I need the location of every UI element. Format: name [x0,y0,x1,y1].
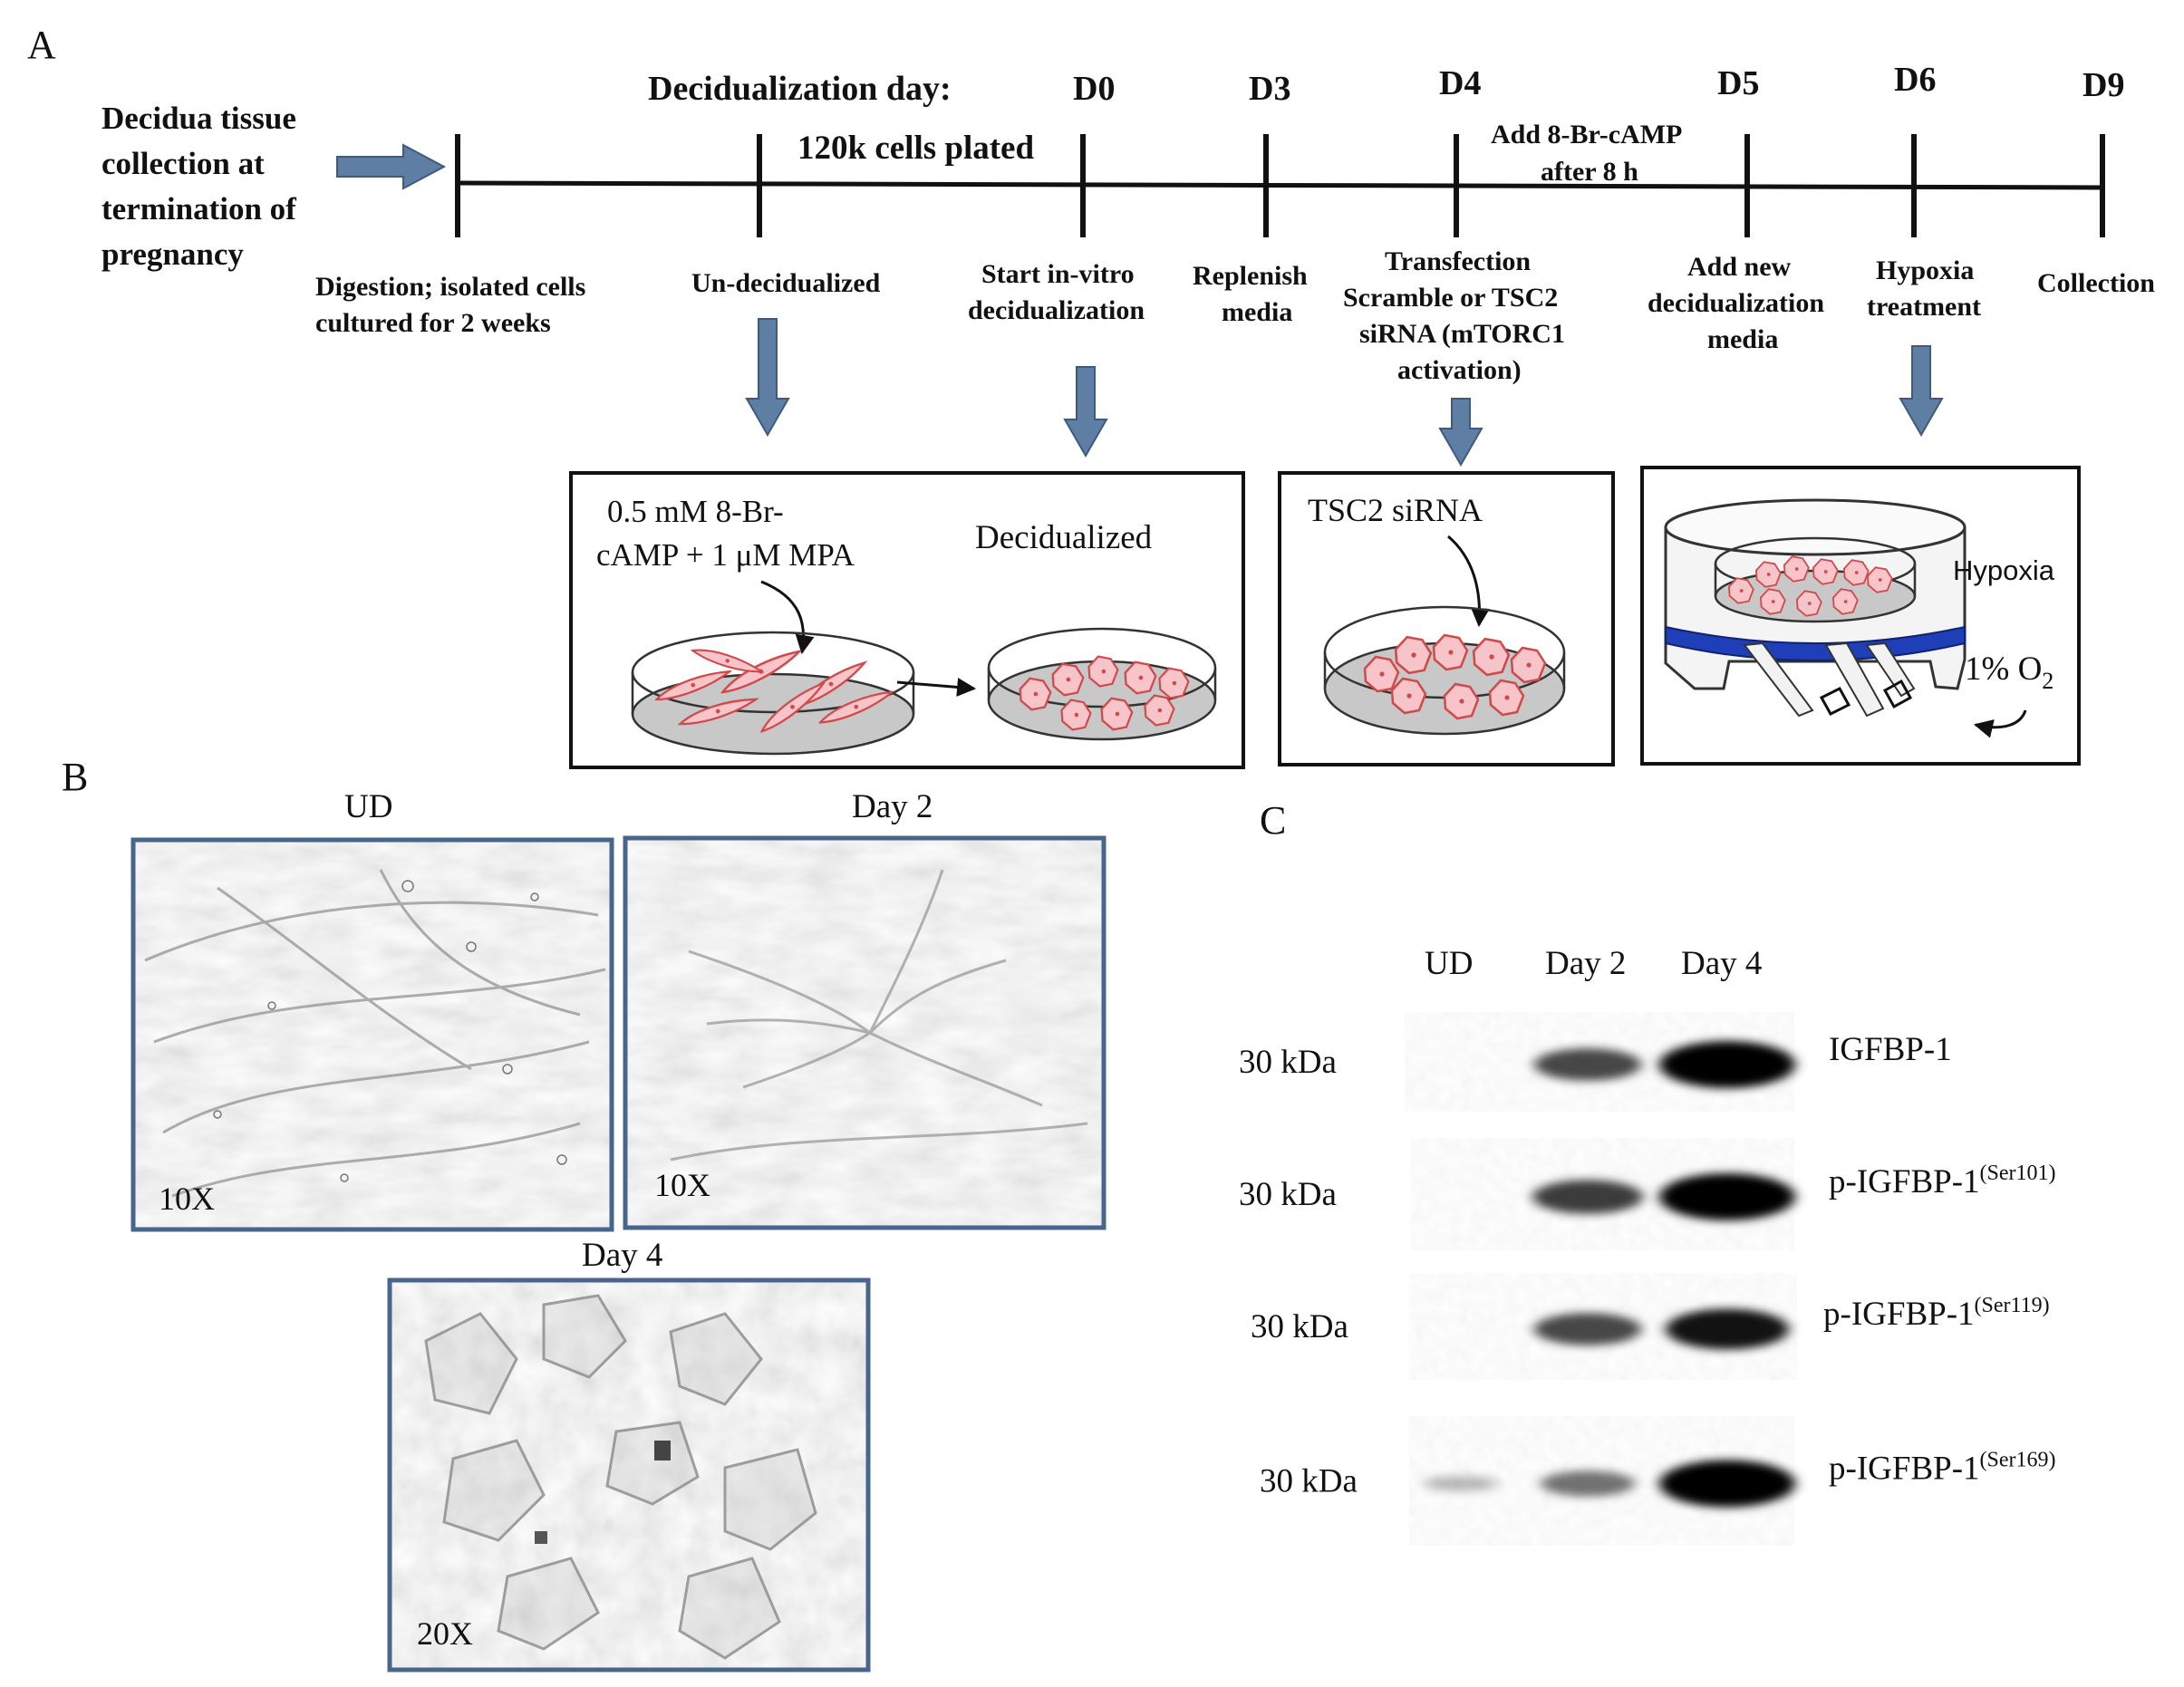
collection-label: Collection [2037,268,2155,298]
blot-band [1659,1173,1795,1220]
transfection-line-4: activation) [1397,355,1522,385]
magnification-day4: 20X [417,1615,473,1652]
blot-protein-label: p-IGFBP-1(Ser169) [1829,1449,2056,1488]
add-new-line-2: decidualization [1648,288,1824,318]
transfection-line-2: Scramble or TSC2 [1343,283,1558,313]
day-label-d6: D6 [1894,61,1936,99]
blot-mw-label: 30 kDa [1260,1463,1358,1500]
down-arrow-icon [1438,398,1483,468]
panel-label-c: C [1260,798,1286,843]
lane-label-day4: Day 4 [1681,945,1762,982]
tsc2-box [1278,471,1615,766]
day-label-d5: D5 [1717,64,1759,102]
lane-label-ud: UD [1425,945,1473,982]
micrograph-ud [130,837,614,1232]
camp-note-line-1: Add 8-Br-cAMP [1491,120,1682,149]
lane-label-day2: Day 2 [1545,945,1626,982]
petri-dish-decidualized [987,627,1217,741]
transfection-line-3: siRNA (mTORC1 [1359,319,1565,349]
left-block-line-1: Decidua tissue [101,101,296,136]
tsc2-arrow [1447,535,1490,628]
blot-band [1659,1041,1795,1088]
petri-dish-tsc2 [1323,605,1566,736]
micrograph-title-ud: UD [344,788,392,825]
replenish-line-2: media [1222,297,1292,327]
start-line-2: decidualization [968,295,1145,325]
hypoxia-chamber-icon [1664,498,1967,718]
left-block-line-3: termination of [101,191,296,227]
blot-band [1666,1308,1789,1350]
blot-row: 30 kDa p-IGFBP-1(Ser119) [1251,1273,2050,1380]
blot-band [1423,1475,1499,1492]
oxygen-value: 1% O [1965,651,2042,688]
day-label-d3: D3 [1249,70,1290,108]
micrograph-day2 [623,835,1106,1230]
camp-note-line-2: after 8 h [1541,157,1638,187]
blot-mw-label: 30 kDa [1251,1308,1348,1345]
blot-protein-label: p-IGFBP-1(Ser119) [1823,1294,2050,1333]
down-arrow-icon [745,318,790,438]
process-arrow [896,677,977,697]
blot-band [1533,1048,1642,1081]
add-new-line-3: media [1707,324,1778,354]
blot-lane-labels: UD Day 2 Day 4 [1425,945,1762,982]
oxygen-label: 1% O2 [1965,651,2054,694]
blot-mw-label: 30 kDa [1239,1044,1337,1081]
digestion-line-2: cultured for 2 weeks [315,308,551,338]
cells-plated-note: 120k cells plated [797,130,1034,167]
blot-protein-label: IGFBP-1 [1829,1031,1952,1068]
hypoxia-label: Hypoxia [1953,554,2055,586]
petri-dish-undecidualized [631,631,915,756]
magnification-ud: 10X [159,1181,215,1217]
down-arrow-icon [1899,345,1944,438]
add-new-line-1: Add new [1687,252,1792,282]
down-arrows [745,318,1944,468]
start-line-1: Start in-vitro [981,259,1135,289]
hypoxia-treatment-line-1: Hypoxia [1876,255,1974,285]
hypoxia-treatment-line-2: treatment [1867,292,1981,322]
blot-row: 30 kDa p-IGFBP-1(Ser169) [1260,1416,2056,1546]
decidualization-box [569,471,1245,769]
oxygen-subscript: 2 [2042,668,2054,694]
blot-band [1540,1470,1636,1497]
circular-arrow-icon [1973,709,2027,738]
blot-band [1532,1180,1643,1214]
magnification-day2: 10X [654,1167,710,1203]
panel-label-a: A [27,23,56,67]
left-block-text: Decidua tissue collection at termination… [101,101,296,272]
treatment-arrow [760,580,815,655]
micrograph-title-day2: Day 2 [852,788,933,825]
undecidualized-label: Un-decidualized [691,268,881,298]
tsc2-label: TSC2 siRNA [1308,492,1483,528]
left-block-line-4: pregnancy [101,236,244,272]
down-arrow-icon [1063,366,1108,458]
hypoxia-box [1640,466,2081,766]
decidualization-day-heading: Decidualization day: [648,70,952,108]
micrograph-day4 [387,1277,871,1673]
blot-row: 30 kDa p-IGFBP-1(Ser101) [1239,1138,2056,1250]
day-label-d0: D0 [1073,70,1115,108]
digestion-line-1: Digestion; isolated cells [315,272,585,302]
day-label-d9: D9 [2083,66,2124,104]
blot-row: 30 kDa IGFBP-1 [1239,1012,1952,1112]
blot-mw-label: 30 kDa [1239,1176,1337,1213]
right-arrow-icon [336,143,447,190]
day-label-d4: D4 [1439,64,1481,102]
decidualized-label: Decidualized [975,519,1153,556]
treatment-line-2: cAMP + 1 μM MPA [596,537,855,573]
transfection-line-1: Transfection [1385,246,1531,276]
blot-band [1659,1460,1795,1508]
left-block-line-2: collection at [101,146,265,181]
timeline-axis [457,180,2103,190]
timeline-ticks [455,134,2105,237]
blot-band [1533,1313,1642,1345]
replenish-line-1: Replenish [1193,261,1308,291]
micrograph-title-day4: Day 4 [582,1237,662,1274]
blot-protein-label: p-IGFBP-1(Ser101) [1829,1162,2056,1200]
panel-label-b: B [62,755,88,799]
treatment-line-1: 0.5 mM 8-Br- [607,494,784,529]
